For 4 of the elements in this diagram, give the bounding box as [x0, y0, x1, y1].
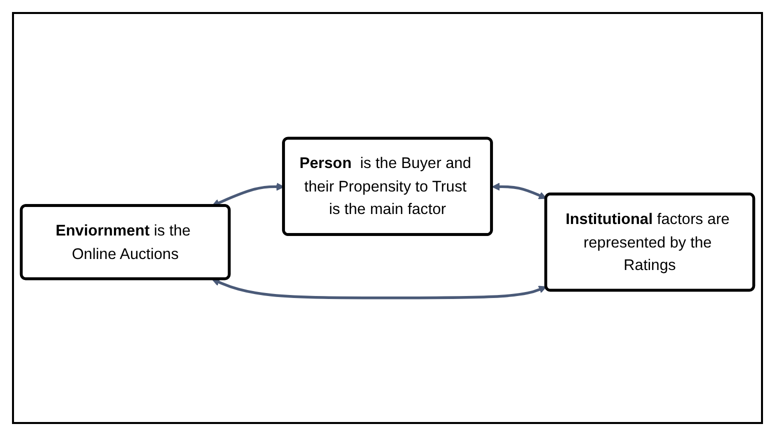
frame-border: Person is the Buyer and their Propensity to Trust is the main factor Enviornment is the Online Auctions Institutional factors are represented by the Ratings	[12, 12, 763, 424]
arrow	[212, 182, 284, 207]
arrow	[212, 278, 547, 300]
arrow	[492, 182, 547, 200]
